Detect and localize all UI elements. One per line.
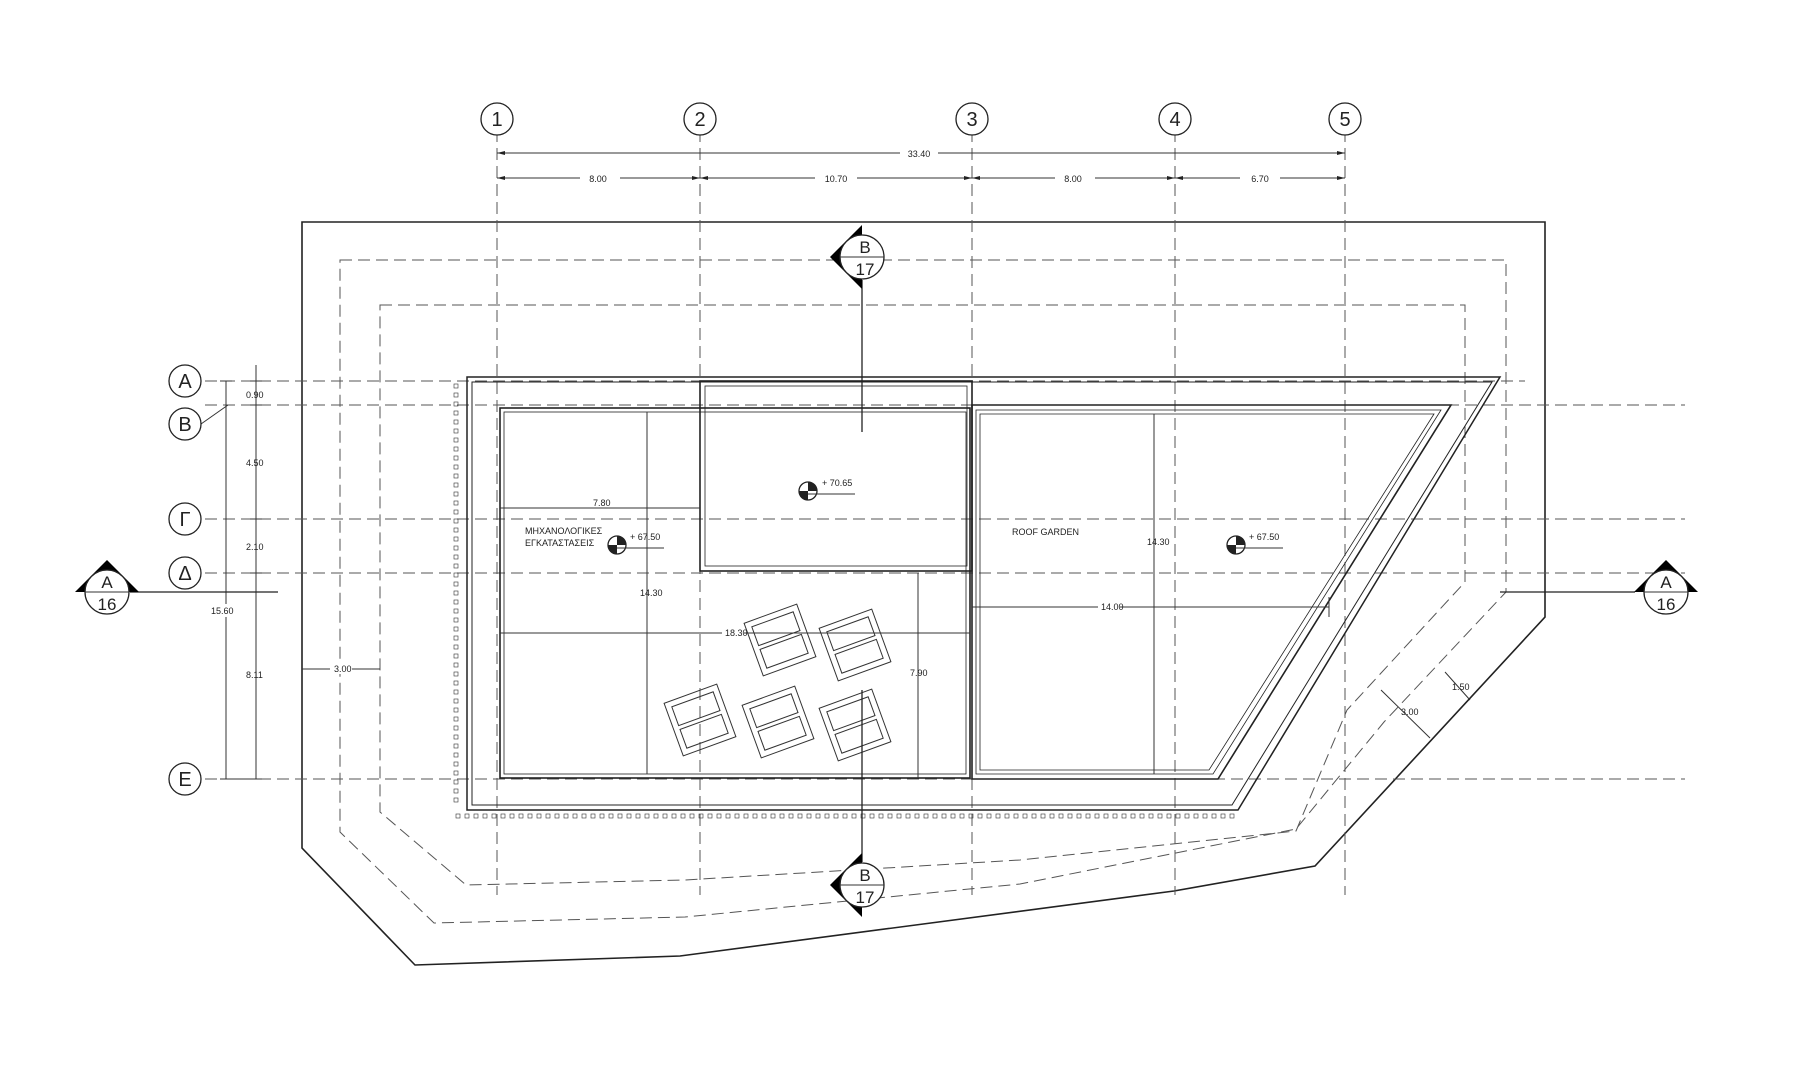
- grid-bubble-3: 3: [955, 102, 989, 136]
- dim-overall-width: 33.40: [908, 149, 931, 159]
- dim-col-2-3: 10.70: [825, 174, 848, 184]
- dim-garden-width: 14.00: [1101, 602, 1124, 612]
- svg-text:17: 17: [856, 260, 875, 279]
- svg-text:Δ: Δ: [178, 563, 191, 585]
- dim-mech-width: 7.80: [593, 498, 611, 508]
- section-marker-a-right: Α 16: [1634, 560, 1698, 615]
- setback-line-inner: [379, 304, 1466, 886]
- dim-row-d-e: 8.11: [246, 670, 263, 680]
- dim-overall-depth: 15.60: [211, 606, 234, 616]
- level-marker-garden: [1226, 535, 1283, 555]
- grid-bubble-4: 4: [1158, 102, 1192, 136]
- diag-dim-outer: [1380, 689, 1431, 739]
- grid-bubble-b: Β: [168, 407, 202, 441]
- roof-garden-outline: [971, 404, 1453, 780]
- parapet-dots: [453, 383, 1235, 819]
- site-boundary: [301, 221, 1546, 966]
- dim-garden-depth: 14.30: [1147, 537, 1170, 547]
- grid-bubble-1: 1: [480, 102, 514, 136]
- svg-text:5: 5: [1339, 109, 1350, 131]
- svg-text:16: 16: [1657, 595, 1676, 614]
- svg-text:Α: Α: [178, 371, 192, 393]
- section-marker-a-left: Α 16: [75, 560, 139, 615]
- grid-bubble-c: Γ: [168, 502, 202, 536]
- mechanical-room-outline: [499, 407, 971, 779]
- svg-text:Β: Β: [859, 866, 870, 885]
- svg-text:1: 1: [491, 109, 502, 131]
- room-mechanical-line1: ΜΗΧΑΝΟΛΟΓΙΚΕΣ: [525, 526, 603, 536]
- grid-lines-horizontal: [205, 380, 1685, 780]
- left-dimensions: [220, 365, 262, 780]
- level-garden: + 67.50: [1249, 532, 1279, 542]
- interior-dimensions: [500, 412, 1330, 778]
- room-mechanical-line2: ΕΓΚΑΤΑΣΤΑΣΕΙΣ: [525, 538, 595, 548]
- dim-col-3-4: 8.00: [1064, 174, 1082, 184]
- mechanical-units: [663, 603, 892, 762]
- level-upper: + 70.65: [822, 478, 852, 488]
- svg-text:17: 17: [856, 888, 875, 907]
- level-marker-mechanical: [607, 535, 664, 555]
- grid-bubble-b-leader: [200, 404, 229, 425]
- svg-text:Γ: Γ: [179, 509, 190, 531]
- svg-text:Β: Β: [859, 238, 870, 257]
- grid-bubble-e: Ε: [168, 762, 202, 796]
- grid-bubble-2: 2: [683, 102, 717, 136]
- roof-garden-inner-2: [979, 413, 1435, 771]
- dim-lower-depth: 7.90: [910, 668, 928, 678]
- dim-col-1-2: 8.00: [589, 174, 607, 184]
- mechanical-room-inner: [503, 411, 967, 775]
- dim-row-b-c: 4.50: [246, 458, 264, 468]
- level-marker-upper: [798, 481, 855, 501]
- svg-text:4: 4: [1169, 109, 1180, 131]
- level-mechanical: + 67.50: [630, 532, 660, 542]
- grid-bubble-a: Α: [168, 364, 202, 398]
- svg-text:Α: Α: [1660, 573, 1672, 592]
- svg-text:3: 3: [966, 109, 977, 131]
- svg-text:16: 16: [98, 595, 117, 614]
- grid-bubble-d: Δ: [168, 556, 202, 590]
- dim-mid-width: 18.30: [725, 628, 748, 638]
- svg-text:Ε: Ε: [178, 769, 191, 791]
- dim-setback-left: 3.00: [334, 664, 352, 674]
- dim-col-4-5: 6.70: [1251, 174, 1269, 184]
- svg-text:Β: Β: [178, 414, 191, 436]
- dim-row-c-d: 2.10: [246, 542, 264, 552]
- dim-setback-diag-inner: 1.50: [1452, 682, 1470, 692]
- dim-mech-depth: 14.30: [640, 588, 663, 598]
- roof-slab-outer: [466, 376, 1502, 811]
- dim-setback-diag-outer: 3.00: [1401, 707, 1419, 717]
- room-roof-garden: ROOF GARDEN: [1012, 527, 1079, 537]
- section-marker-b-bottom: Β 17: [830, 853, 885, 917]
- upper-volume-outline: [699, 380, 973, 572]
- section-marker-b-top: Β 17: [830, 225, 885, 289]
- setback-line-outer: [339, 259, 1507, 924]
- svg-text:2: 2: [694, 109, 705, 131]
- roof-garden-inner: [975, 409, 1442, 775]
- grid-lines-vertical: [496, 130, 1346, 895]
- dim-row-a-b: 0.90: [246, 390, 264, 400]
- svg-text:Α: Α: [101, 573, 113, 592]
- upper-volume-inner: [704, 385, 968, 567]
- roof-slab-outer-2: [471, 381, 1493, 806]
- grid-bubble-5: 5: [1328, 102, 1362, 136]
- diag-dim-inner: [1444, 671, 1471, 701]
